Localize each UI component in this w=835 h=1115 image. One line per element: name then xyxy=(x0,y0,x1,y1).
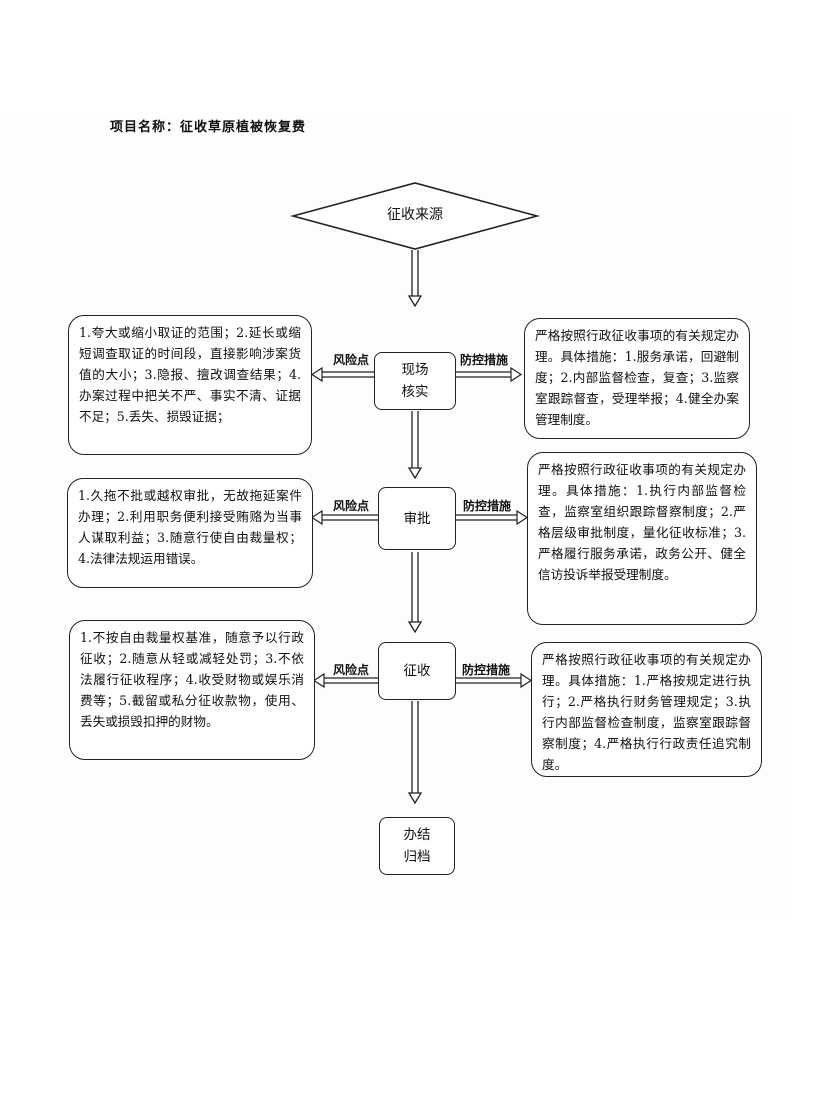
down-arrow-2 xyxy=(411,411,419,468)
control-box-verify: 严格按照行政征收事项的有关规定办理。具体措施：1.服务承诺，回避制度；2.内部监… xyxy=(524,318,750,439)
risk-label-collect: 风险点 xyxy=(333,663,370,677)
control-box-approve: 严格按照行政征收事项的有关规定办理。具体措施：1.执行内部监督检查，监察室组织跟… xyxy=(527,452,757,625)
node-verify: 现场 核实 xyxy=(374,352,456,410)
start-diamond xyxy=(289,182,541,250)
down-arrow-3 xyxy=(411,552,419,622)
control-label-verify: 防控措施 xyxy=(460,353,509,367)
risk-box-verify: 1.夸大或缩小取证的范围；2.延长或缩短调查取证的时间段，直接影响涉案货值的大小… xyxy=(68,315,312,455)
risk-arrow-1 xyxy=(318,371,374,378)
control-label-collect: 防控措施 xyxy=(462,663,511,677)
start-node-label: 征收来源 xyxy=(387,207,443,223)
risk-label-approve: 风险点 xyxy=(333,499,370,513)
risk-arrow-2 xyxy=(318,514,378,521)
risk-arrow-3 xyxy=(320,677,378,684)
control-arrow-2 xyxy=(456,514,521,521)
control-arrow-3 xyxy=(456,677,525,684)
control-box-collect: 严格按照行政征收事项的有关规定办理。具体措施：1.严格按规定进行执行；2.严格执… xyxy=(531,642,762,777)
down-arrow-4 xyxy=(411,701,419,793)
control-label-approve: 防控措施 xyxy=(463,499,512,513)
node-approve: 审批 xyxy=(378,487,456,550)
risk-box-approve: 1.久拖不批或越权审批，无故拖延案件办理；2.利用职务便利接受贿赂为当事人谋取利… xyxy=(67,478,313,588)
page-title: 项目名称：征收草原植被恢复费 xyxy=(110,120,307,135)
control-arrow-1 xyxy=(456,371,515,378)
node-end: 办结 归档 xyxy=(379,817,455,875)
node-collect: 征收 xyxy=(378,642,456,700)
risk-box-collect: 1.不按自由裁量权基准，随意予以行政征收；2.随意从轻或减轻处罚；3.不依法履行… xyxy=(69,620,315,760)
down-arrow-1 xyxy=(411,250,419,296)
risk-label-verify: 风险点 xyxy=(333,353,370,367)
